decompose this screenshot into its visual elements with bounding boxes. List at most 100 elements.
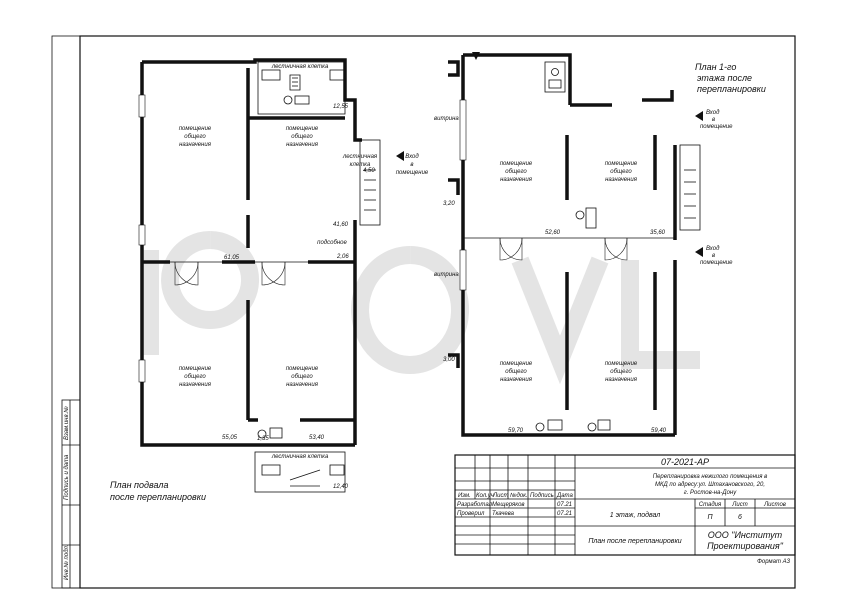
basement-area-2-06: 2,06 bbox=[336, 254, 349, 260]
floor1-entry-arrow-top-icon bbox=[695, 111, 703, 121]
basement-title: План подвала bbox=[110, 480, 168, 490]
basement-plan: помещение общего назначения помещение об… bbox=[110, 58, 429, 502]
basement-area-61-05: 61,05 bbox=[224, 255, 240, 261]
floor1-north-marker-icon bbox=[472, 52, 480, 60]
tb-date-developer: 07.21 bbox=[557, 502, 572, 508]
basement-area-53-40: 53,40 bbox=[309, 435, 325, 441]
basement-area-12-40: 12,40 bbox=[333, 484, 349, 490]
basement-entry-label-3: помещение bbox=[396, 170, 429, 176]
basement-area-55-05: 55,05 bbox=[222, 435, 238, 441]
floor1-entry-bottom-label-2: в bbox=[712, 253, 715, 259]
floor1-area-59-70: 59,70 bbox=[508, 428, 524, 434]
floor1-room-3-label-2: общего bbox=[505, 369, 527, 375]
basement-room-1-label: помещение bbox=[179, 126, 212, 132]
floor1-room-2-label-3: назначения bbox=[605, 177, 638, 183]
floor1-entry-bottom-label: Вход bbox=[706, 246, 720, 252]
tb-org-line-2: Проектирования" bbox=[707, 541, 784, 551]
basement-room-2-label-2: общего bbox=[291, 134, 313, 140]
floor1-area-52-60: 52,60 bbox=[545, 230, 561, 236]
floor1-entry-arrow-bottom-icon bbox=[695, 247, 703, 257]
side-label-inventory-original: Инв.№ подл. bbox=[63, 544, 70, 580]
floor1-room-1-label-3: назначения bbox=[500, 177, 533, 183]
tb-format-label: Формат А3 bbox=[757, 559, 790, 565]
tb-role-checker: Проверил bbox=[457, 511, 485, 517]
basement-stair-top-label: лестничная клетка bbox=[271, 64, 329, 70]
tb-stage-header: Стадия bbox=[699, 502, 722, 508]
tb-role-developer: Разработал bbox=[457, 502, 493, 508]
floor1-room-2-label: помещение bbox=[605, 161, 638, 167]
tb-description-2: МКД по адресу:ул. Штахановского, 20, bbox=[655, 482, 765, 488]
floor1-vitrina-label-top: витрина bbox=[434, 116, 459, 122]
tb-org-line-1: ООО "Институт bbox=[708, 530, 783, 540]
tb-description-1: Перепланировка нежилого помещения в bbox=[653, 474, 768, 480]
tb-drawing-title: План после перепланировки bbox=[588, 538, 681, 545]
floor1-title-3: перепланировки bbox=[697, 84, 766, 94]
basement-stair-bottom-label: лестничная клетка bbox=[271, 454, 329, 460]
floor1-entry-top-label-2: в bbox=[712, 117, 715, 123]
basement-room-2-label: помещение bbox=[286, 126, 319, 132]
floor1-title-2: этажа после bbox=[697, 73, 752, 83]
floor1-height-3-00: 3,00 bbox=[443, 357, 455, 363]
tb-col-list: Лист bbox=[492, 493, 508, 499]
basement-room-1-label-3: назначения bbox=[179, 142, 212, 148]
basement-stair-side-label-2: клетка bbox=[350, 162, 371, 168]
tb-doc-code: 07-2021-АР bbox=[661, 457, 709, 467]
tb-stage-value: П bbox=[707, 514, 713, 521]
basement-entry-arrow-icon bbox=[396, 151, 404, 161]
first-floor-plan: помещение общего назначения помещение об… bbox=[434, 52, 766, 437]
sheet-inner-frame bbox=[79, 35, 796, 589]
floor1-room-3-label: помещение bbox=[500, 361, 533, 367]
basement-room-1-label-2: общего bbox=[184, 134, 206, 140]
tb-sheet-header: Лист bbox=[731, 502, 747, 508]
tb-col-data: Дата bbox=[556, 493, 573, 499]
side-label-inventory-replace: Взам.инв.№ bbox=[63, 406, 70, 440]
tb-col-izm: Изм. bbox=[458, 493, 471, 499]
sheet-outer-frame bbox=[51, 35, 796, 589]
floor1-area-59-40: 59,40 bbox=[651, 428, 667, 434]
basement-room-4-label-2: общего bbox=[291, 374, 313, 380]
floor1-room-1-label-2: общего bbox=[505, 169, 527, 175]
floor1-room-1-label: помещение bbox=[500, 161, 533, 167]
basement-entry-label-2: в bbox=[410, 162, 413, 168]
floor1-title: План 1-го bbox=[695, 62, 736, 72]
basement-entry-label: Вход bbox=[405, 154, 419, 160]
side-stamp: Взам.инв.№ Подпись и дата Инв.№ подл. bbox=[61, 399, 81, 589]
tb-name-checker: Ткачева bbox=[492, 511, 515, 517]
basement-area-4-50: 4,50 bbox=[363, 168, 375, 174]
watermark bbox=[141, 231, 700, 385]
tb-name-developer: Мещеряков bbox=[492, 502, 525, 508]
tb-col-podpis: Подпись bbox=[530, 493, 554, 499]
basement-room-3-label: помещение bbox=[179, 366, 212, 372]
floor1-vitrina-label-bottom: витрина bbox=[434, 272, 459, 278]
basement-area-1-35-a: 1,35 bbox=[257, 436, 269, 442]
tb-sheets-header: Листов bbox=[763, 502, 786, 508]
tb-col-koluch: Кол.уч bbox=[476, 493, 494, 499]
tb-col-ndok: №док. bbox=[510, 492, 528, 499]
basement-room-4-label: помещение bbox=[286, 366, 319, 372]
floor1-room-3-label-3: назначения bbox=[500, 377, 533, 383]
basement-room-3-label-2: общего bbox=[184, 374, 206, 380]
basement-subtitle: после перепланировки bbox=[110, 492, 206, 502]
side-label-signature-date: Подпись и дата bbox=[64, 454, 70, 500]
floor1-entry-top-label-3: помещение bbox=[700, 124, 733, 130]
floor1-entry-top-label: Вход bbox=[706, 110, 720, 116]
floor1-height-3-20: 3,20 bbox=[443, 201, 455, 207]
floor1-room-4-label: помещение bbox=[605, 361, 638, 367]
basement-room-2-label-3: назначения bbox=[286, 142, 319, 148]
tb-date-checker: 07.21 bbox=[557, 511, 572, 517]
basement-subfloor-label: подсобное bbox=[317, 240, 347, 246]
floor1-room-2-label-2: общего bbox=[610, 169, 632, 175]
tb-sheet-value: 6 bbox=[738, 514, 742, 521]
floor1-entry-bottom-label-3: помещение bbox=[700, 260, 733, 266]
basement-area-41-60: 41,60 bbox=[333, 222, 349, 228]
tb-description-3: г. Ростов-на-Дону bbox=[684, 490, 737, 496]
basement-room-4-label-3: назначения bbox=[286, 382, 319, 388]
title-block: Изм. Кол.уч Лист №док. Подпись Дата Разр… bbox=[454, 454, 796, 565]
basement-room-3-label-3: назначения bbox=[179, 382, 212, 388]
floor1-area-35-60: 35,60 bbox=[650, 230, 666, 236]
tb-sheet-title: 1 этаж, подвал bbox=[610, 511, 661, 519]
floor1-room-4-label-3: назначения bbox=[605, 377, 638, 383]
basement-stair-side-label: лестничная bbox=[342, 154, 378, 160]
basement-area-12-55: 12,55 bbox=[333, 104, 349, 110]
